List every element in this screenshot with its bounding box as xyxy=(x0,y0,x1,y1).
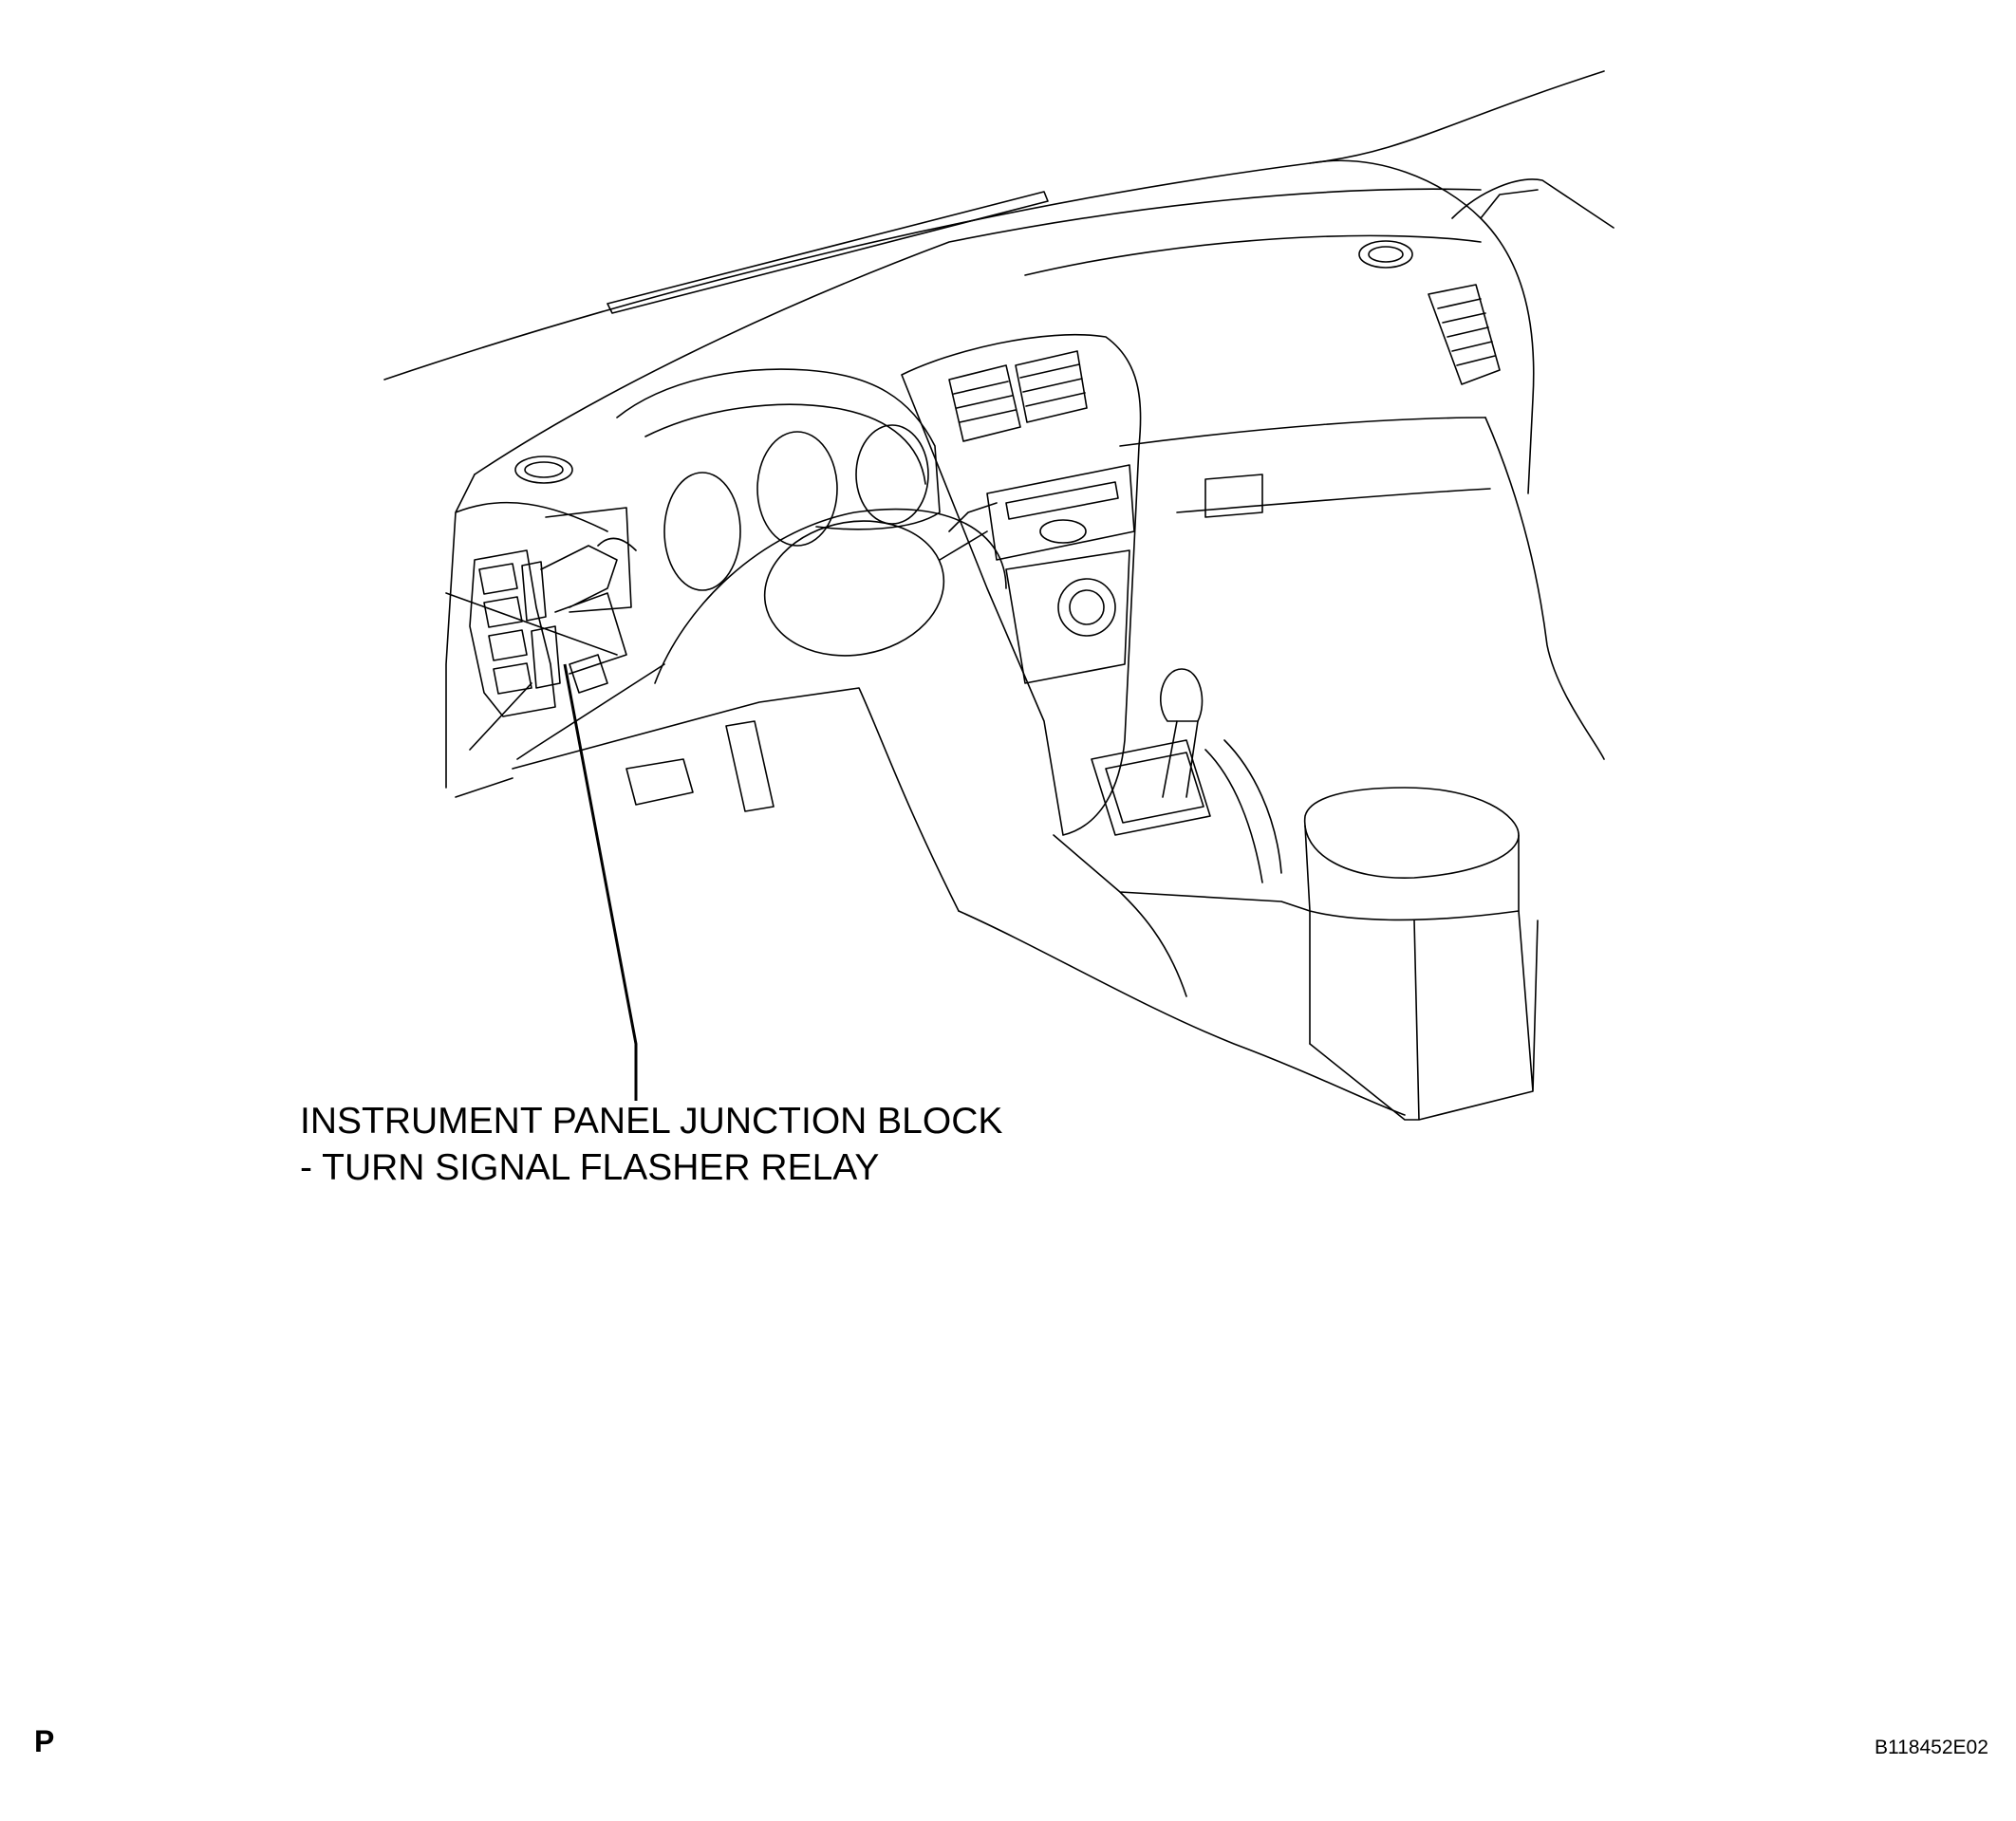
passenger-dash-face xyxy=(1024,234,1491,513)
audio-unit xyxy=(986,464,1135,561)
junction-block-relays xyxy=(478,561,561,695)
lower-trim xyxy=(455,663,665,798)
gauge-left xyxy=(663,472,741,591)
passenger-side-vent-round xyxy=(1358,240,1413,269)
armrest-top xyxy=(1304,787,1520,879)
junction-block xyxy=(469,549,556,717)
page-code: P xyxy=(34,1724,55,1758)
accelerator-pedal xyxy=(725,720,775,812)
center-stack-outline xyxy=(901,333,1142,836)
center-vent-right xyxy=(1015,350,1088,423)
junction-block-connectors xyxy=(540,545,627,694)
gauge-right xyxy=(855,424,929,525)
console-side xyxy=(1053,834,1311,1045)
shift-gate xyxy=(1091,739,1211,836)
steering-column xyxy=(939,502,998,561)
passenger-side-vent-round-inner xyxy=(1368,246,1404,263)
cluster-hood-inner xyxy=(644,403,926,485)
windshield-edge xyxy=(383,70,1605,381)
steering-wheel-rim xyxy=(654,508,1007,684)
dash-right-upper xyxy=(1309,159,1535,494)
defroster-slot xyxy=(607,191,1049,314)
console-floor-line xyxy=(958,910,1406,1116)
center-vent-left xyxy=(948,364,1021,442)
gauge-center xyxy=(756,431,838,547)
armrest-front xyxy=(1304,825,1520,921)
figure-id: B118452E02 xyxy=(1875,1737,1988,1758)
driver-side-vent-inner xyxy=(524,461,564,478)
parking-brake xyxy=(1204,739,1282,883)
steering-wheel-hub xyxy=(763,520,945,657)
shift-knob xyxy=(1160,668,1204,722)
console-box xyxy=(1309,910,1539,1121)
callout-label-flasher-relay: - TURN SIGNAL FLASHER RELAY xyxy=(300,1147,880,1188)
dash-top-curve xyxy=(474,188,1482,475)
climate-dial xyxy=(1057,578,1116,637)
climate-dial-inner xyxy=(1069,589,1105,625)
climate-panel xyxy=(1005,549,1130,684)
callout-leader-line xyxy=(563,663,638,1101)
driver-side-vent-round xyxy=(514,455,573,484)
glovebox-handle xyxy=(1204,474,1263,518)
shift-lever xyxy=(1162,720,1199,798)
knee-panel xyxy=(512,687,960,912)
audio-knob xyxy=(1039,519,1087,544)
cluster-hood xyxy=(616,368,941,530)
passenger-vent xyxy=(1428,284,1501,385)
callout-label-junction-block: INSTRUMENT PANEL JUNCTION BLOCK xyxy=(300,1101,1003,1142)
dash-wiring xyxy=(445,507,637,751)
a-pillar-right xyxy=(1451,178,1615,229)
brake-pedal xyxy=(625,758,694,806)
passenger-dash-lower xyxy=(1484,417,1605,760)
driver-dash-left xyxy=(445,474,608,789)
